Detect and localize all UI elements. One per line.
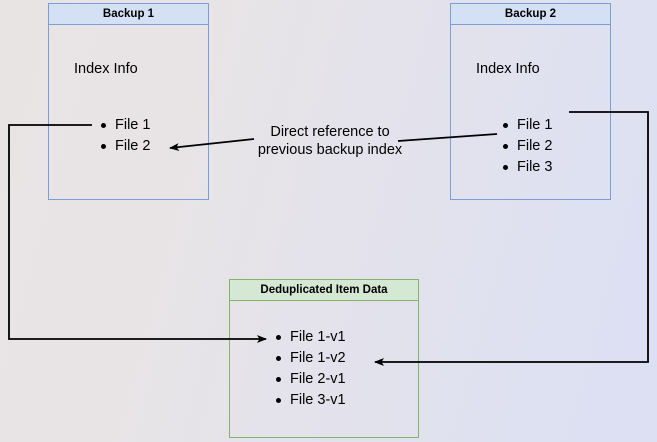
list-item: File 3 bbox=[503, 157, 552, 178]
node-deduplicated-item-data-header: Deduplicated Item Data bbox=[230, 280, 418, 301]
node-backup-2-body: Index Info File 1 File 2 File 3 bbox=[451, 25, 610, 199]
node-deduplicated-file-list: File 1-v1 File 1-v2 File 2-v1 File 3-v1 bbox=[276, 327, 346, 411]
edge-label-direct-reference: Direct reference to previous backup inde… bbox=[249, 123, 411, 159]
list-item: File 2-v1 bbox=[276, 369, 346, 390]
list-item: File 2 bbox=[101, 136, 150, 157]
list-item: File 2 bbox=[503, 136, 552, 157]
edge-label-line-2: previous backup index bbox=[257, 142, 403, 158]
node-backup-2-header: Backup 2 bbox=[451, 4, 610, 25]
node-backup-2-caption: Index Info bbox=[476, 61, 540, 77]
list-item: File 1 bbox=[503, 115, 552, 136]
node-deduplicated-item-data-body: File 1-v1 File 1-v2 File 2-v1 File 3-v1 bbox=[230, 301, 418, 437]
list-item: File 1-v2 bbox=[276, 348, 346, 369]
node-deduplicated-item-data[interactable]: Deduplicated Item Data File 1-v1 File 1-… bbox=[229, 279, 419, 438]
list-item: File 3-v1 bbox=[276, 390, 346, 411]
node-backup-2[interactable]: Backup 2 Index Info File 1 File 2 File 3 bbox=[450, 3, 611, 200]
node-backup-2-file-list: File 1 File 2 File 3 bbox=[503, 115, 552, 178]
edge-label-line-1: Direct reference to bbox=[270, 124, 390, 140]
node-backup-1-caption: Index Info bbox=[74, 61, 138, 77]
node-backup-1-file-list: File 1 File 2 bbox=[101, 115, 150, 157]
list-item: File 1 bbox=[101, 115, 150, 136]
list-item: File 1-v1 bbox=[276, 327, 346, 348]
node-backup-1-body: Index Info File 1 File 2 bbox=[49, 25, 208, 199]
node-backup-1[interactable]: Backup 1 Index Info File 1 File 2 bbox=[48, 3, 209, 200]
node-backup-1-header: Backup 1 bbox=[49, 4, 208, 25]
